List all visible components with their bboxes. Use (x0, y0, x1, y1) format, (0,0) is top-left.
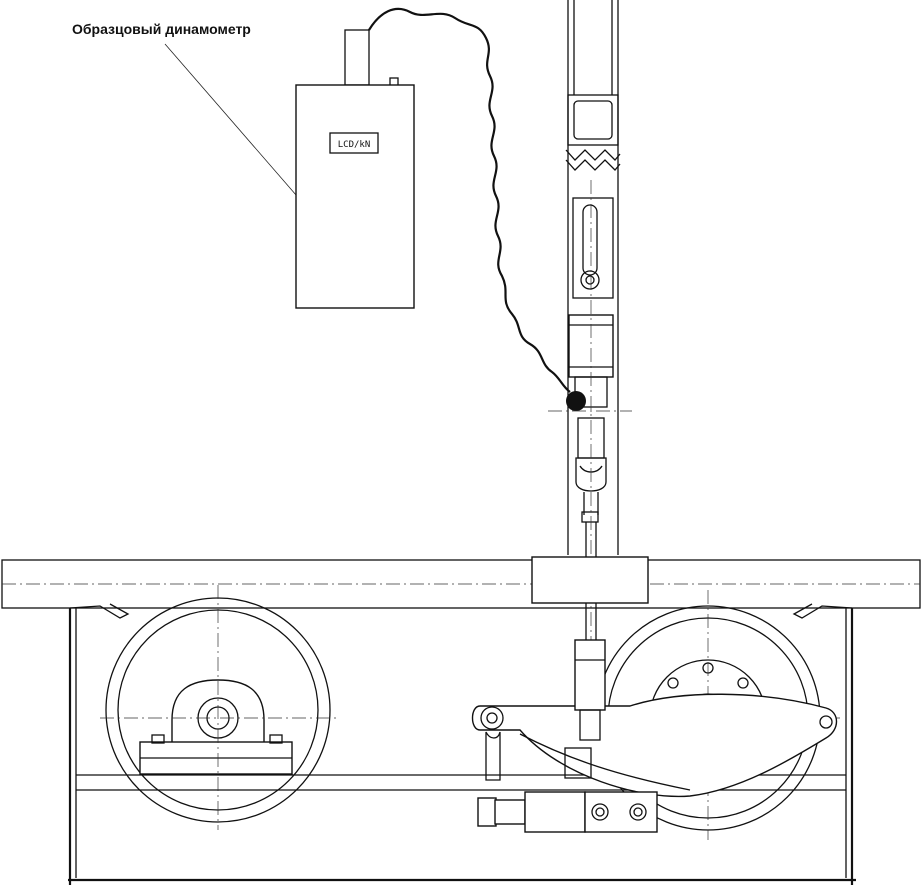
lower-actuator (477, 731, 658, 833)
dynamometer-connector (344, 29, 370, 86)
upper-clevis (572, 197, 614, 299)
signal-cable (368, 7, 571, 393)
lever-arm (471, 693, 838, 798)
lower-clevis (575, 457, 607, 492)
horizontal-beam (1, 556, 921, 609)
beam-clamp-block (531, 556, 649, 604)
rod-square-section (567, 94, 619, 146)
dynamometer-display-label: LCD/kN (338, 140, 371, 150)
dynamometer-caption: Образцовый динамометр (72, 21, 251, 37)
turnbuckle (574, 639, 606, 741)
break-line (565, 149, 621, 161)
caption-leader-line (164, 43, 317, 219)
cable-connector (566, 391, 586, 411)
upper-pin (580, 270, 600, 290)
reference-dynamometer: LCD/kN (295, 29, 415, 309)
dynamometer-body (295, 84, 415, 309)
dynamometer-display (329, 132, 379, 154)
clevis-slot (582, 204, 598, 276)
vertical-rod-assembly (548, 0, 632, 760)
left-wheel (100, 585, 340, 830)
